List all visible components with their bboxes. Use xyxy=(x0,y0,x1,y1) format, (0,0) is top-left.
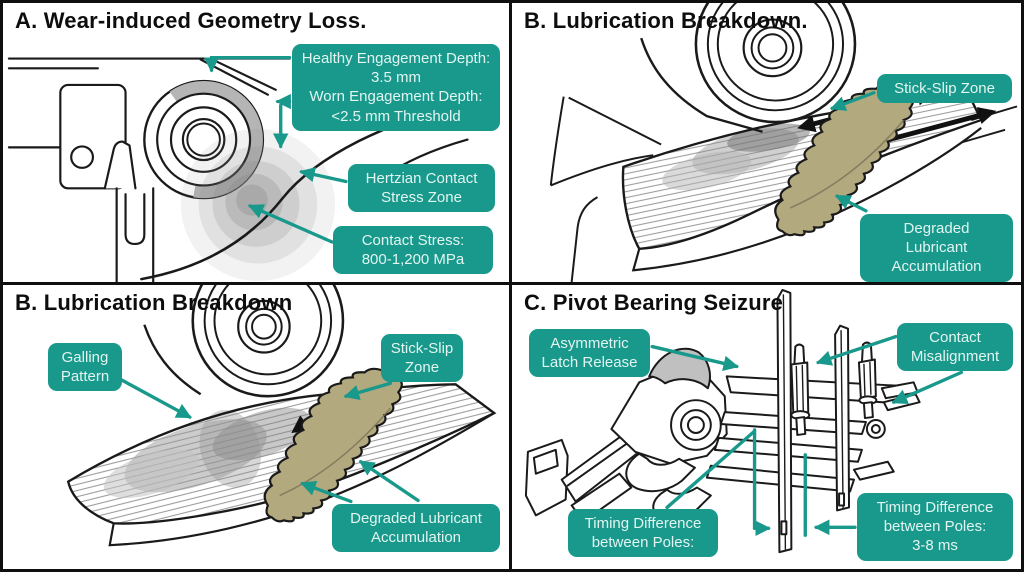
callout-asymmetric-latch: Asymmetric Latch Release xyxy=(529,329,650,378)
leader-arrows-b-bottom xyxy=(116,376,420,504)
panel-b-top-illustration xyxy=(549,3,1018,282)
panel-c-title: C. Pivot Bearing Seizure xyxy=(524,290,784,315)
callout-hertzian-zone: Hertzian Contact Stress Zone xyxy=(348,164,495,213)
callout-galling-pattern: Galling Pattern xyxy=(48,343,122,392)
lubricant-blob-bottom xyxy=(263,367,403,523)
panel-b-top: B. Lubrication Breakdown. Stick-Slip Zon… xyxy=(512,3,1021,282)
panel-b-bottom: B. Lubrication Breakdown Galling Pattern… xyxy=(3,285,509,569)
panel-a-illustration xyxy=(7,55,469,282)
callout-timing-difference: Timing Difference between Poles: xyxy=(568,509,718,558)
callout-stick-slip-zone-top: Stick-Slip Zone xyxy=(877,74,1012,104)
stress-zone-shading xyxy=(180,128,336,282)
callout-timing-difference-value: Timing Difference between Poles: 3-8 ms xyxy=(857,493,1013,561)
panel-c-illustration xyxy=(524,288,964,554)
panel-c: C. Pivot Bearing Seizure Asymmetric Latc… xyxy=(512,285,1021,569)
callout-degraded-lubricant-top: Degraded Lubricant Accumulation xyxy=(860,214,1013,282)
callout-engagement-depth: Healthy Engagement Depth: 3.5 mm Worn En… xyxy=(292,44,500,131)
panel-b-bottom-illustration xyxy=(66,285,497,547)
leader-arrows-b-top xyxy=(829,91,876,213)
panel-divider-vertical xyxy=(509,3,512,569)
support-linework xyxy=(549,96,662,282)
galled-plate xyxy=(66,383,497,547)
panel-divider-horizontal xyxy=(3,282,1021,285)
callout-contact-stress: Contact Stress: 800-1,200 MPa xyxy=(333,226,493,275)
callout-degraded-lubricant-bottom: Degraded Lubricant Accumulation xyxy=(332,504,500,553)
panel-a-title: A. Wear-induced Geometry Loss. xyxy=(15,8,367,33)
callout-stick-slip-zone-bottom: Stick-Slip Zone xyxy=(381,334,463,383)
latch-arm-linework xyxy=(7,57,291,282)
panel-a: A. Wear-induced Geometry Loss. Healthy E… xyxy=(3,3,509,282)
callout-contact-misalignment: Contact Misalignment xyxy=(897,323,1013,372)
leader-arrows-a xyxy=(203,55,348,244)
roller xyxy=(143,79,265,200)
panel-b-bottom-title: B. Lubrication Breakdown xyxy=(15,290,293,315)
lubricant-blob xyxy=(774,84,915,237)
leader-arrows-c xyxy=(650,334,964,537)
roller-wheel-bottom xyxy=(143,285,345,398)
latch-mechanism xyxy=(524,288,921,554)
panel-b-top-title: B. Lubrication Breakdown. xyxy=(524,8,808,33)
